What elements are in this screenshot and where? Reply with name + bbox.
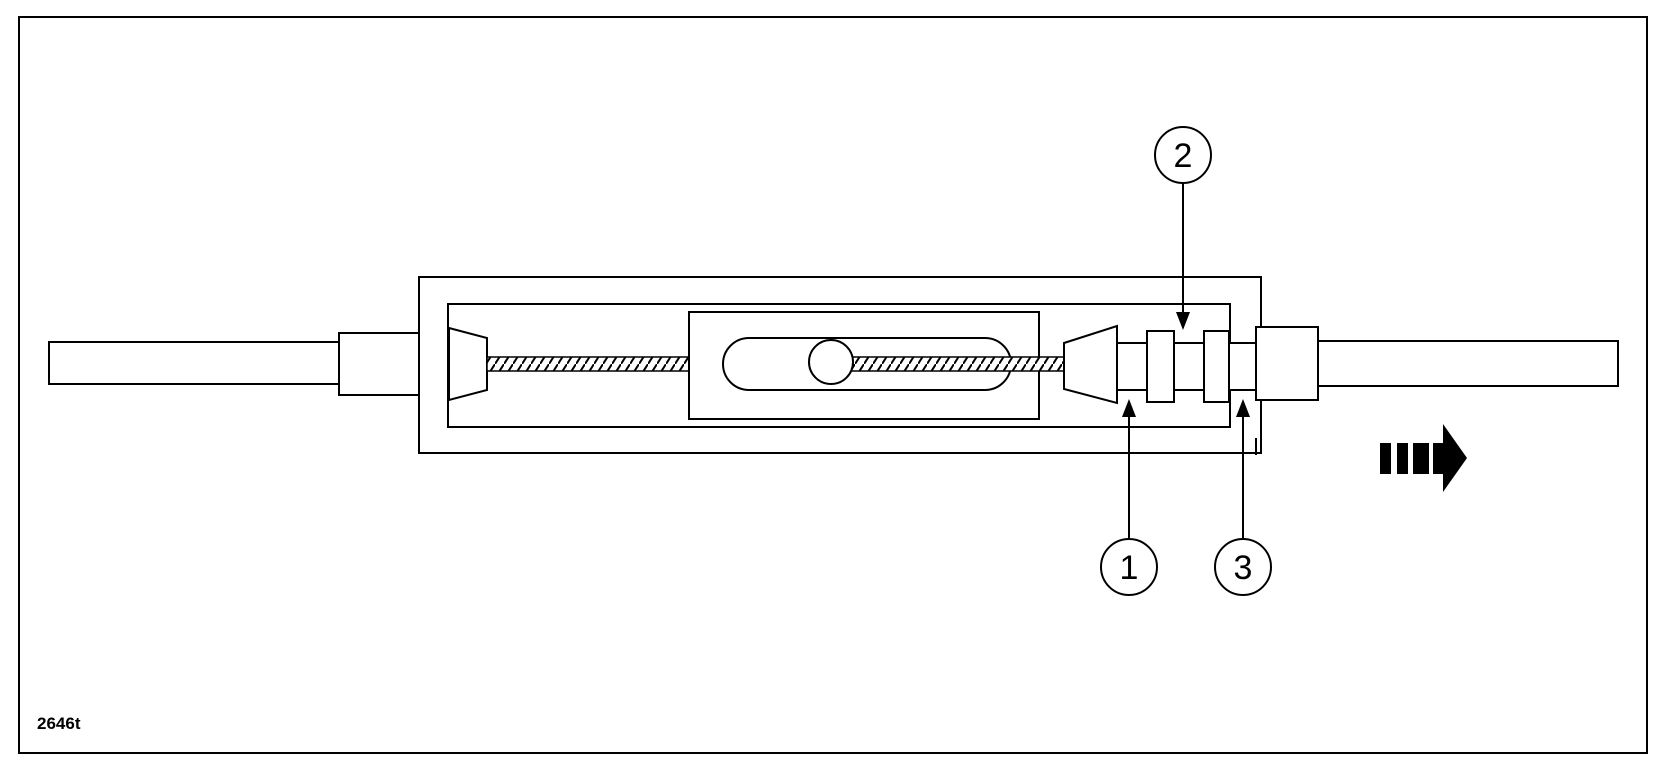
figure-reference-code: 2646t [37,714,81,733]
right-cable-cone [1063,324,1118,405]
callout-3-circle [1214,538,1272,596]
right-sheath-ferrule [1255,326,1319,401]
callout-3-arrowhead [1236,399,1250,417]
adjuster-thread [1173,342,1205,391]
callout-1-label: 1 [1120,549,1139,587]
left-cable-cone [448,326,488,402]
adjuster-nut-front [1146,330,1175,403]
callout-1-circle [1100,538,1158,596]
callout-3-label: 3 [1234,549,1253,587]
left-cable-sheath [48,341,340,385]
cable-nipple [808,339,854,385]
left-sheath-ferrule [338,332,420,396]
right-cable-sheath [1317,340,1619,387]
callout-2-circle [1154,126,1212,184]
callout-2-label: 2 [1174,137,1193,175]
adjuster-nut-rear [1203,330,1230,403]
callout-2-arrowhead [1176,312,1190,330]
direction-arrow-icon [1380,424,1467,492]
left-inner-cable [486,356,690,372]
callout-1-arrowhead [1122,399,1136,417]
figure-frame [18,16,1648,754]
adjuster-lock-ring [1228,342,1257,391]
center-inner-cable [840,356,1065,372]
